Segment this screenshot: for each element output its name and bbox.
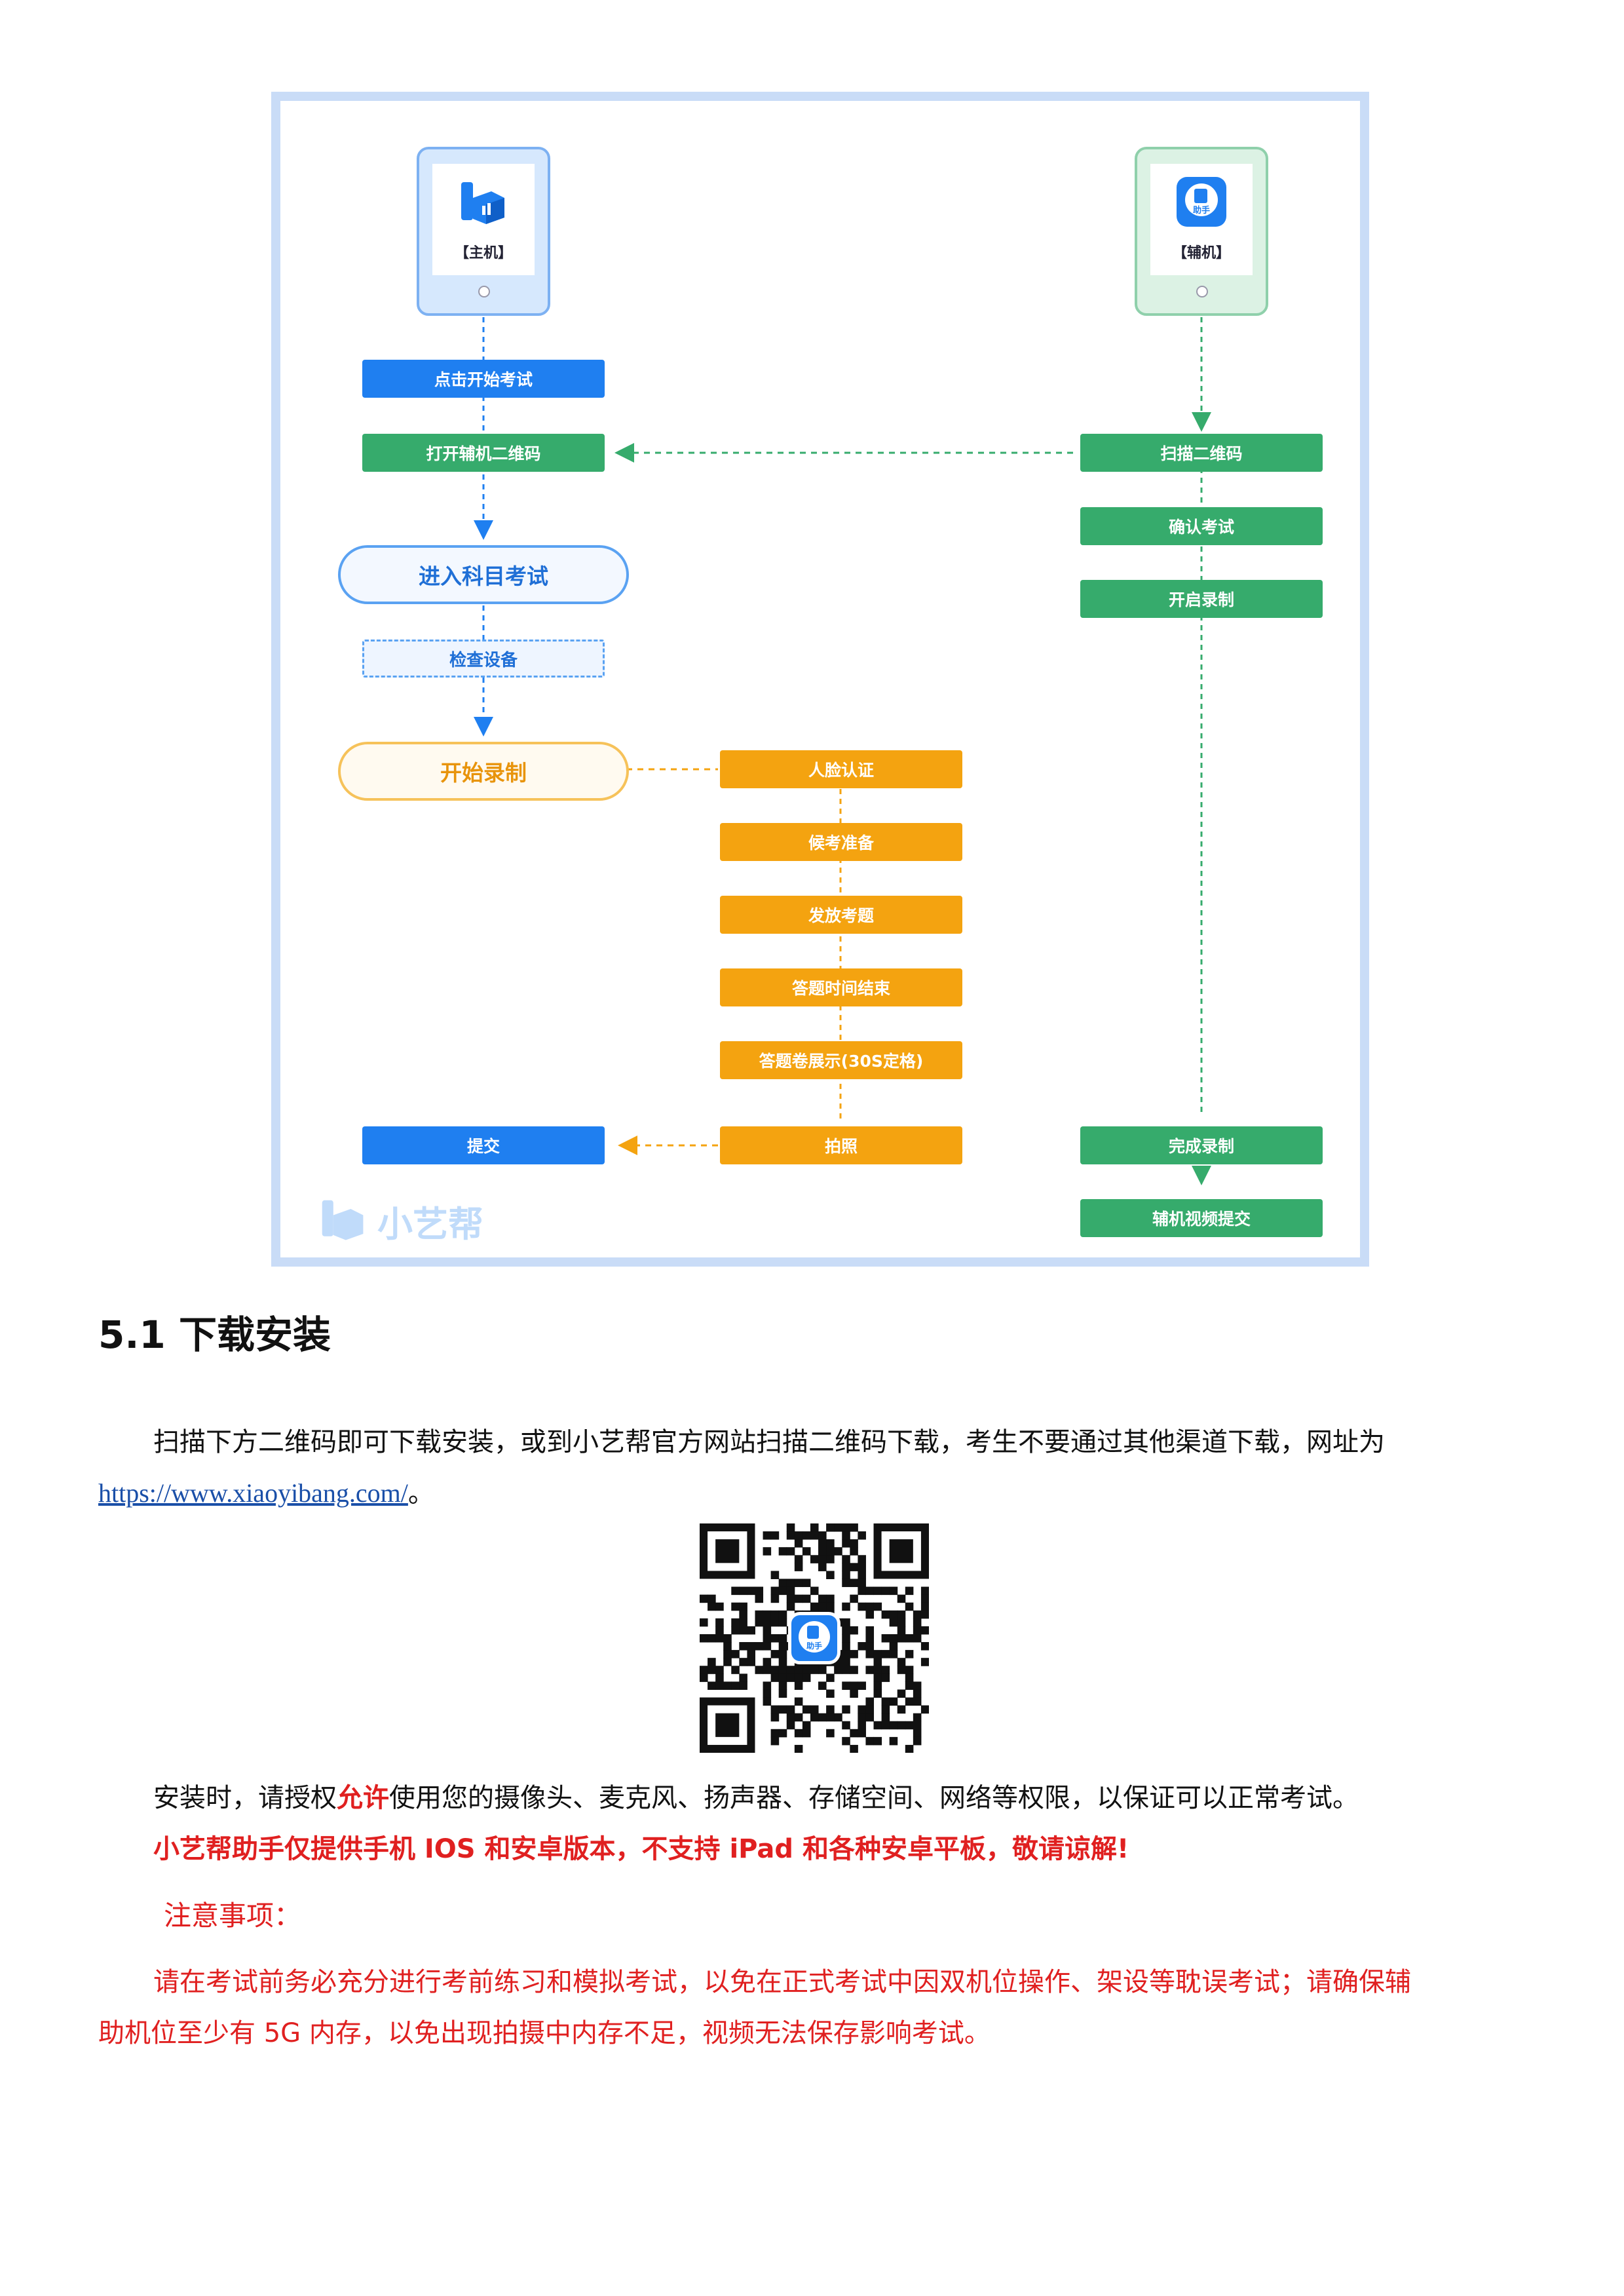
step-scan-qr: 扫描二维码	[1080, 434, 1323, 472]
xiaoyibang-logo-icon	[461, 182, 504, 224]
notice-title: 注意事项：	[164, 1900, 302, 1932]
exam-step: 人脸认证	[720, 750, 962, 788]
aux-phone-label: 【辅机】	[1172, 245, 1230, 261]
exam-step: 发放考题	[720, 896, 962, 934]
watermark: 小艺帮	[318, 1195, 483, 1247]
step-open-aux-qr: 打开辅机二维码	[362, 434, 605, 472]
step-submit: 提交	[362, 1126, 605, 1164]
step-start-exam: 点击开始考试	[362, 360, 605, 398]
permission-allow: 允许	[337, 1783, 389, 1813]
flow-diagram: 【主机】 助手 【辅机】 点击开始考试 打开辅机二维码 进入科目考试 检查设备 …	[271, 92, 1369, 1267]
website-link[interactable]: https://www.xiaoyibang.com/	[98, 1478, 408, 1508]
platform-note: 小艺帮助手仅提供手机 IOS 和安卓版本，不支持 iPad 和各种安卓平板，敬请…	[153, 1834, 1129, 1864]
exam-step: 候考准备	[720, 823, 962, 861]
permission-text: 安装时，请授权	[153, 1783, 337, 1813]
host-phone-label: 【主机】	[454, 245, 512, 261]
helper-app-icon: 助手	[1177, 177, 1226, 227]
home-button	[1196, 286, 1208, 297]
step-finish-record: 完成录制	[1080, 1126, 1323, 1164]
section-title: 5.1 下载安装	[98, 1312, 331, 1357]
intro-suffix: 。	[407, 1478, 434, 1508]
step-enter-subject: 进入科目考试	[338, 545, 629, 604]
intro-paragraph: 扫描下方二维码即可下载安装，或到小艺帮官方网站扫描二维码下载，考生不要通过其他渠…	[98, 1417, 1526, 1519]
home-button	[478, 286, 490, 297]
step-start-record: 开始录制	[338, 742, 629, 801]
qr-icon-text: 助手	[806, 1641, 822, 1651]
step-confirm-exam: 确认考试	[1080, 507, 1323, 545]
notice-line-1: 请在考试前务必充分进行考前练习和模拟考试，以免在正式考试中因双机位操作、架设等耽…	[153, 1967, 1411, 1997]
step-check-device: 检查设备	[362, 640, 605, 678]
xiaoyibang-logo-icon	[322, 1200, 364, 1240]
exam-step: 拍照	[720, 1126, 962, 1164]
permission-paragraph: 安装时，请授权允许使用您的摄像头、麦克风、扬声器、存储空间、网络等权限，以保证可…	[98, 1772, 1526, 1824]
aux-phone-illustration: 助手 【辅机】	[1135, 147, 1268, 316]
qr-center-app-icon: 助手	[788, 1612, 840, 1664]
watermark-text: 小艺帮	[377, 1204, 483, 1245]
notice-line-2: 助机位至少有 5G 内存，以免出现拍摄中内存不足，视频无法保存影响考试。	[98, 2018, 991, 2048]
exam-step: 答题卷展示(30S定格)	[720, 1041, 962, 1079]
step-enable-record: 开启录制	[1080, 580, 1323, 618]
host-phone-screen: 【主机】	[432, 164, 535, 275]
host-phone-illustration: 【主机】	[417, 147, 550, 316]
intro-text: 扫描下方二维码即可下载安装，或到小艺帮官方网站扫描二维码下载，考生不要通过其他渠…	[153, 1427, 1385, 1457]
exam-step: 答题时间结束	[720, 968, 962, 1006]
aux-phone-screen: 助手 【辅机】	[1150, 164, 1253, 275]
helper-app-icon-text: 助手	[1192, 206, 1210, 216]
permission-text-rest: 使用您的摄像头、麦克风、扬声器、存储空间、网络等权限，以保证可以正常考试。	[389, 1783, 1359, 1813]
step-submit-aux-video: 辅机视频提交	[1080, 1199, 1323, 1237]
